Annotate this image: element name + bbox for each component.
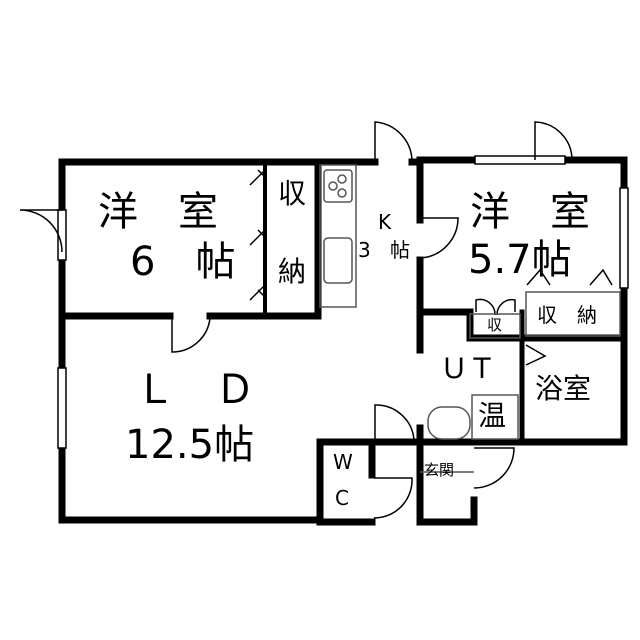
ut-label: ＵＴ [440, 352, 497, 385]
ld-name: Ｌ Ｄ [135, 367, 255, 413]
window-room2-east [619, 187, 629, 289]
storage2-label: 収 納 [537, 303, 597, 327]
door-kitchen-top [374, 121, 413, 162]
bath-fixtures [420, 291, 621, 473]
door-room2-top [534, 121, 573, 161]
small-storage-box [469, 313, 521, 339]
bath-label: 浴室 [535, 372, 592, 405]
wc-line2: C [335, 486, 349, 510]
kitchen-name: K [378, 210, 392, 234]
door-room2 [419, 217, 459, 259]
sink-icon [323, 237, 353, 284]
door-room1 [171, 316, 211, 353]
stove-icon [323, 169, 353, 203]
water-heater-label: 温 [478, 399, 507, 432]
door-entrance [473, 447, 515, 489]
door-small-storage [475, 298, 516, 316]
doors [19, 121, 613, 519]
storage1-line1: 収 [278, 177, 307, 210]
window-ld [57, 367, 67, 449]
closet-doors-room1 [249, 168, 267, 301]
ld-size: 12.5帖 [125, 422, 255, 468]
kitchen-size-num: 3 [358, 238, 371, 262]
window-room2-top [474, 155, 566, 165]
storage2-box [525, 291, 621, 337]
entrance-label: 玄関 [424, 461, 455, 479]
door-west [19, 209, 63, 253]
room1-size: 6 帖 [130, 239, 236, 285]
kitchen-size-unit: 帖 [390, 238, 410, 262]
kitchen-counter [319, 164, 357, 308]
windows [57, 155, 629, 449]
room2-name: 洋 室 [470, 189, 590, 235]
water-heater-box [471, 394, 519, 440]
room2-size: 5.7帖 [468, 237, 572, 283]
door-ut [374, 404, 415, 442]
wc-line1: W [333, 450, 353, 474]
room1-name: 洋 室 [98, 189, 218, 235]
storage1-line2: 納 [278, 255, 307, 288]
washbasin-icon [427, 406, 471, 440]
door-bath [525, 344, 547, 366]
small-storage-label: 収 [487, 316, 503, 334]
door-wc [373, 477, 413, 519]
closet-doors-room2 [526, 268, 613, 286]
